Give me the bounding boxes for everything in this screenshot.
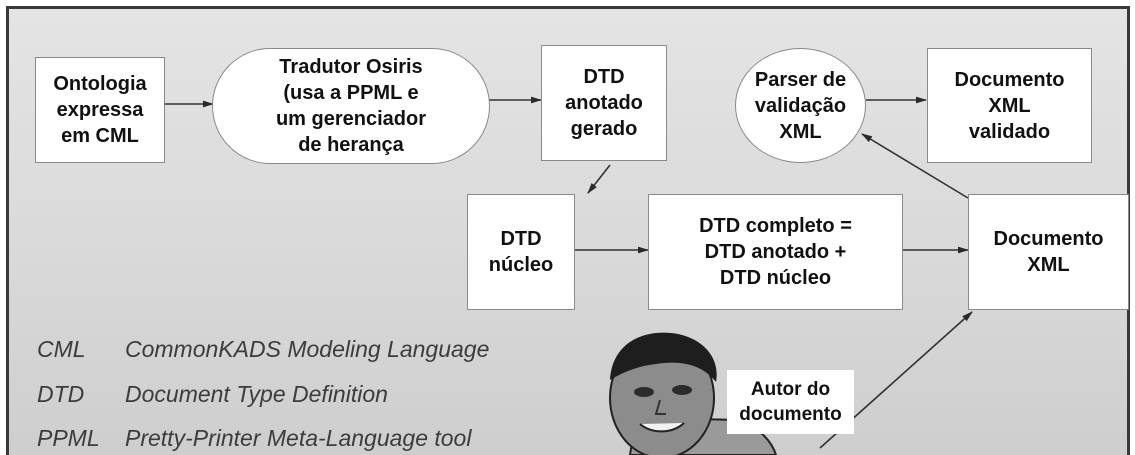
node-dtd-complete: DTD completo = DTD anotado + DTD núcleo xyxy=(648,194,903,310)
author-label: Autor do documento xyxy=(727,370,854,434)
node-validated-doc: Documento XML validado xyxy=(927,48,1092,163)
legend-definition: CommonKADS Modeling Language xyxy=(125,336,490,362)
node-xml-doc: Documento XML xyxy=(968,194,1129,310)
node-dtd-core: DTD núcleo xyxy=(467,194,575,310)
arrow-dtd-annotated-to-dtd-core xyxy=(587,164,611,194)
legend-abbr: CML xyxy=(37,336,86,362)
node-parser: Parser de validação XML xyxy=(735,48,866,163)
legend-definition: Pretty-Printer Meta-Language tool xyxy=(125,425,472,451)
node-translator: Tradutor Osiris (usa a PPML e um gerenci… xyxy=(212,48,490,164)
legend-definition: Document Type Definition xyxy=(125,381,388,407)
legend-abbr: DTD xyxy=(37,381,85,407)
legend-abbr: PPML xyxy=(37,425,100,451)
node-ontology: Ontologia expressa em CML xyxy=(35,57,165,163)
node-dtd-annotated: DTD anotado gerado xyxy=(541,45,667,161)
arrow-xml-doc-to-parser xyxy=(861,133,969,199)
